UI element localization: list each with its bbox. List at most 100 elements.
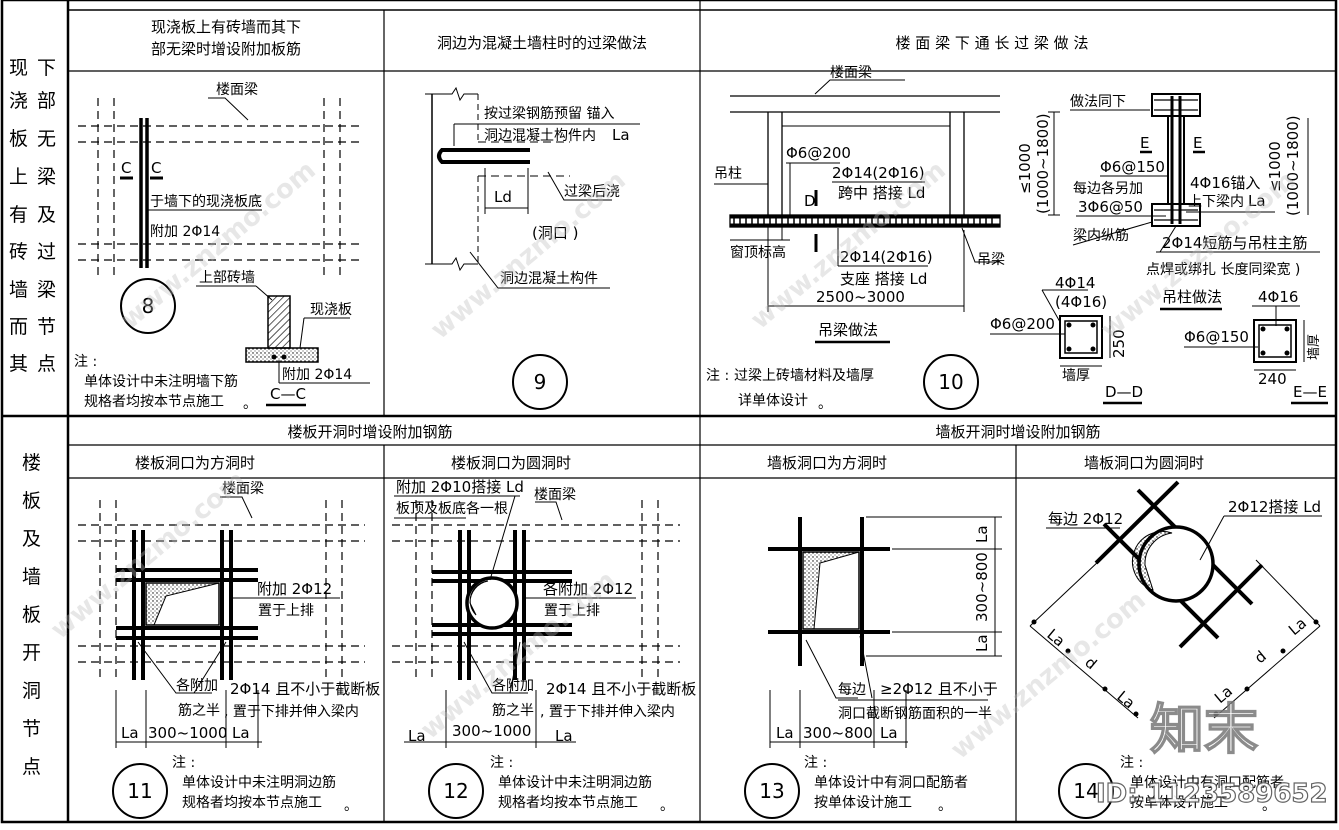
side-label-top: 现 浇 板 上 有 砖 墙 而 其 下 部 无 梁 及 过 梁 节 点 [9, 57, 56, 375]
detail-number: 11 [127, 779, 152, 803]
side-char: 上 [9, 166, 28, 188]
side-char: 洞 [22, 680, 41, 702]
stirrups [733, 216, 993, 226]
top-bot-label: 板顶及板底各一根 [396, 501, 508, 517]
e-mark: E [1193, 134, 1202, 152]
post-cast-label: 过梁后浇 [564, 184, 620, 200]
opening-label: (洞口 ) [532, 224, 578, 242]
c-mark: C [121, 159, 131, 177]
dd-w-label: 墙厚 [1062, 368, 1090, 384]
break-line [425, 86, 478, 102]
la-label: La [612, 126, 630, 144]
detail-number-circle [744, 763, 800, 819]
sup-lap-label: 支座 搭接 Ld [840, 270, 927, 288]
window-label: 窗顶标高 [730, 244, 786, 261]
long-bar-label: 梁内纵筋 [1073, 227, 1129, 244]
half-label: 筋之半 [178, 702, 220, 719]
each-label: 各附加 [492, 678, 534, 694]
side-char: 节 [22, 718, 41, 740]
note-line: 单体设计中未注明洞边筋 [498, 774, 652, 791]
rule-2-label: 洞口截断钢筋面积的一半 [838, 705, 992, 722]
text-2: 洞边混凝土构件内 [484, 128, 596, 144]
la-label: La [880, 724, 898, 742]
detail-number: 13 [759, 779, 784, 803]
each-label: 各附加 [176, 678, 218, 694]
range-v-label: 300~800 [973, 552, 991, 622]
detail-number: 10 [938, 370, 963, 394]
rule-2: , 置于下排并伸入梁内 [540, 704, 675, 720]
add-label: 附加 2Φ12 [257, 580, 332, 598]
beam-label: 楼面梁 [222, 481, 264, 497]
side-char: 有 [9, 204, 28, 226]
note-dot: 。 [818, 396, 832, 412]
side-char: 及 [37, 204, 56, 226]
same-label: 做法同下 [1070, 94, 1126, 110]
note-title: 注 : [172, 755, 195, 771]
dd-stirrup-label: Φ6@200 [990, 315, 1055, 333]
beam-label: 楼面梁 [534, 487, 576, 503]
bot-bar-label: 2Φ14(2Φ16) [840, 248, 933, 266]
brick-wall [267, 295, 291, 349]
side-char: 无 [37, 128, 56, 150]
side-char: 墙 [9, 279, 28, 301]
e-mark: E [1140, 134, 1149, 152]
note-dot: 。 [660, 798, 674, 814]
note-title: 注 : [706, 368, 729, 384]
note-line: 规格者均按本节点施工 [84, 394, 224, 410]
add-bar-label: 附加 2Φ14 [150, 224, 220, 240]
hang-col-label: 吊柱 [714, 166, 742, 182]
header-10: 楼 面 梁 下 通 长 过 梁 做 法 [896, 34, 1089, 52]
side-char: 部 [37, 90, 56, 112]
leader [547, 171, 612, 201]
side-char: 现 [9, 57, 28, 79]
ee-w-label: 240 [1258, 370, 1287, 388]
detail-number-circle [120, 278, 176, 334]
each-side-label: 每边各另加 [1073, 181, 1143, 197]
height-label: (1000~1800) [1034, 113, 1052, 214]
note-dot: 。 [344, 798, 358, 814]
side-char: 板 [9, 128, 28, 150]
grid-lines [78, 98, 362, 278]
detail-number-circle [923, 354, 979, 410]
section-label: C—C [270, 385, 306, 403]
detail-11: 楼面梁 附加 2Φ12 置于上排 各附加 筋之半 2Φ14 且不小于截断板 , … [78, 481, 380, 819]
mid-lap-label: 跨中 搭接 Ld [838, 184, 925, 202]
note-dot: 。 [938, 798, 952, 814]
header-slab-group: 楼板开洞时增设附加钢筋 [287, 423, 452, 441]
side-char: 墙 [22, 566, 41, 588]
lap-label: 2Φ12搭接 Ld [1228, 498, 1321, 516]
note-line: 单体设计中未注明洞边筋 [182, 774, 336, 791]
dd-section [1059, 315, 1103, 359]
note-line: 过梁上砖墙材料及墙厚 [734, 368, 874, 384]
height-label: (1000~1800) [1284, 115, 1302, 216]
side-char: 下 [37, 57, 56, 79]
note-line: 按单体设计施工 [814, 795, 912, 811]
side-char: 而 [9, 316, 28, 338]
note-line: 详单体设计 [738, 393, 808, 409]
side-char: 楼 [22, 452, 41, 474]
dd-h-label: 250 [1110, 329, 1128, 358]
d-mark: D [804, 192, 816, 210]
anchor-label: 4Φ16锚入 [1190, 174, 1260, 192]
hang-beam-label: 吊梁 [977, 252, 1005, 268]
range-label: 300~1000 [452, 722, 531, 740]
detail-number: 9 [534, 370, 547, 394]
dd-section-label: D—D [1105, 383, 1143, 401]
note-line: 规格者均按本节点施工 [182, 795, 322, 811]
note-title: 注 : [804, 755, 827, 771]
break-line [425, 256, 478, 272]
top-bar-label: 2Φ14(2Φ16) [832, 164, 925, 182]
note-dot: 。 [1262, 798, 1276, 814]
rebar-dot [271, 354, 277, 360]
text-1: 按过梁钢筋预留 锚入 [484, 105, 614, 122]
header-11: 楼板洞口为方洞时 [135, 454, 255, 472]
detail-number-circle [1058, 763, 1114, 819]
side-char: 梁 [37, 279, 56, 301]
la-label: La [1285, 614, 1310, 639]
side-char: 浇 [9, 90, 28, 112]
range-label: 300~1000 [148, 724, 227, 742]
la-label: La [776, 724, 794, 742]
header-13: 墙板洞口为方洞时 [767, 454, 887, 472]
detail-number: 14 [1073, 779, 1098, 803]
